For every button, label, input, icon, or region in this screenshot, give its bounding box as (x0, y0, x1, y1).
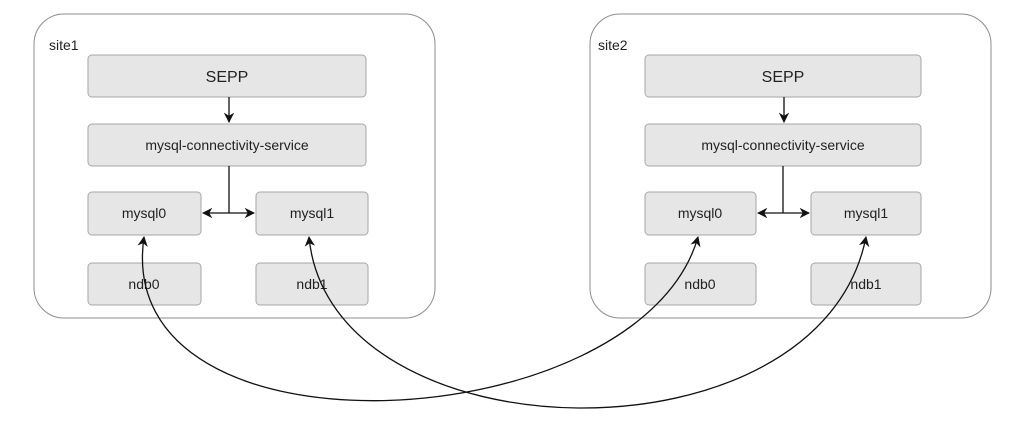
site2-mysql0-node[interactable] (644, 191, 757, 236)
replication-link-site1-mysql1-to-site2-mysql1 (304, 235, 870, 409)
site1-sepp-label: SEPP (206, 69, 249, 86)
site2-connectivity-label: mysql-connectivity-service (701, 137, 865, 153)
site2-mysql0-label: mysql0 (678, 205, 723, 221)
site1-ndb1-label: ndb1 (296, 276, 327, 292)
site2-mysql1-label: mysql1 (844, 205, 889, 221)
site2-group: site2 SEPP mysql-connectivity-service my… (589, 13, 992, 319)
site2-ndb0-node[interactable] (644, 262, 757, 306)
site1-group: site1 SEPP mysql-connectivity-service my… (33, 13, 436, 319)
site1-mysql1-label: mysql1 (290, 205, 335, 221)
site2-ndb1-label: ndb1 (850, 276, 881, 292)
site2-sepp-label: SEPP (762, 69, 805, 86)
site1-connectivity-label: mysql-connectivity-service (145, 137, 309, 153)
site1-mysql0-node[interactable] (87, 191, 202, 236)
site1-mysql1-node[interactable] (255, 191, 369, 236)
site2-sepp-node[interactable] (644, 54, 922, 98)
site1-sepp-node[interactable] (87, 54, 367, 98)
site2-mysql1-node[interactable] (810, 191, 922, 236)
site1-connectivity-node[interactable] (87, 123, 367, 167)
site1-ndb1-node[interactable] (255, 262, 369, 306)
site2-ndb1-node[interactable] (810, 262, 922, 306)
site1-ndb0-node[interactable] (87, 262, 202, 306)
site1-mysql0-label: mysql0 (122, 205, 167, 221)
site1-ndb0-label: ndb0 (128, 276, 159, 292)
replication-link-site1-mysql0-to-site2-mysql0 (137, 235, 701, 402)
site2-ndb0-label: ndb0 (684, 276, 715, 292)
site1-label: site1 (49, 37, 79, 53)
site2-label: site2 (598, 37, 628, 53)
